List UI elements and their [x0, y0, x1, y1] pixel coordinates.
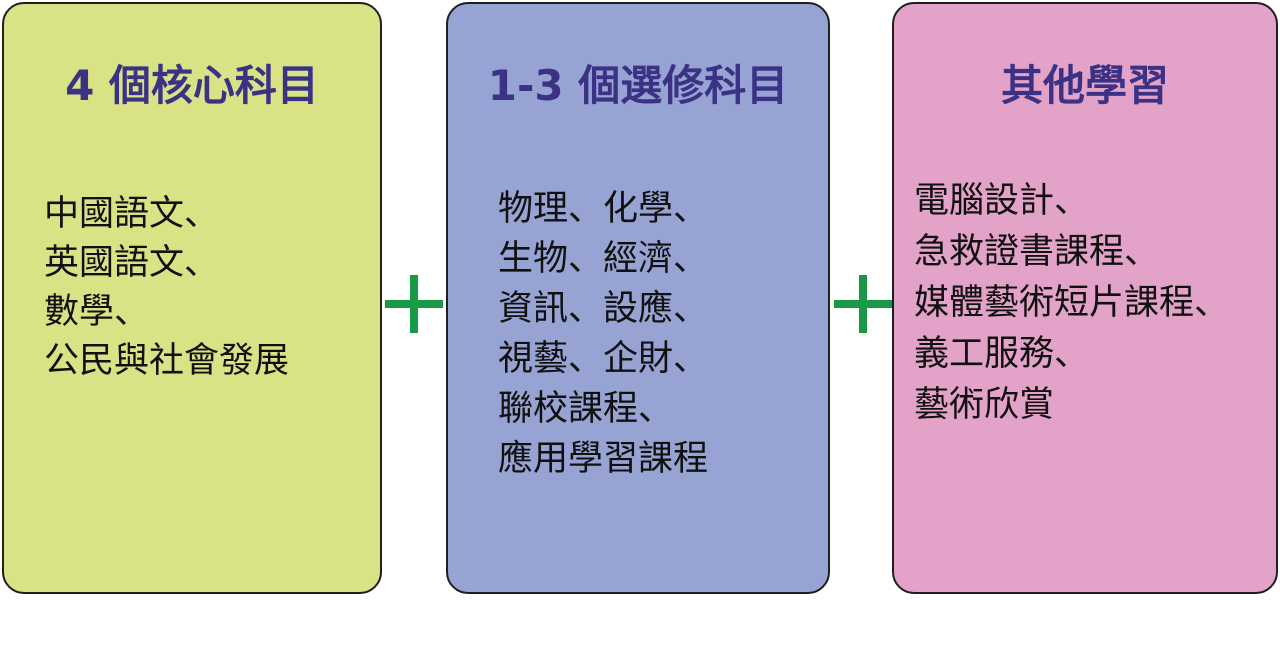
list-item: 生物、經濟、 [498, 239, 709, 279]
list-item: 媒體藝術短片課程、 [914, 283, 1230, 323]
plus-icon [385, 275, 443, 333]
list-item: 義工服務、 [914, 334, 1090, 374]
list-item: 藝術欣賞 [914, 385, 1055, 425]
plus-icon [834, 275, 892, 333]
other-learning-box: 其他學習 電腦設計、 急救證書課程、 媒體藝術短片課程、 義工服務、 藝術欣賞 [892, 2, 1278, 594]
elective-subjects-list: 物理、化學、 生物、經濟、 資訊、設應、 視藝、企財、 聯校課程、 應用學習課程 [498, 184, 708, 484]
core-subjects-box: 4 個核心科目 中國語文、 英國語文、 數學、 公民與社會發展 [2, 2, 382, 594]
list-item: 公民與社會發展 [44, 341, 290, 381]
elective-subjects-box: 1-3 個選修科目 物理、化學、 生物、經濟、 資訊、設應、 視藝、企財、 聯校… [446, 2, 830, 594]
list-item: 中國語文、 [44, 194, 220, 234]
list-item: 英國語文、 [44, 243, 220, 283]
list-item: 急救證書課程、 [914, 232, 1160, 272]
list-item: 物理、化學、 [498, 189, 709, 229]
list-item: 資訊、設應、 [498, 289, 709, 329]
core-subjects-list: 中國語文、 英國語文、 數學、 公民與社會發展 [44, 190, 289, 386]
list-item: 視藝、企財、 [498, 339, 709, 379]
list-item: 電腦設計、 [914, 181, 1090, 221]
list-item: 應用學習課程 [498, 439, 709, 479]
other-learning-title: 其他學習 [1000, 61, 1169, 110]
list-item: 聯校課程、 [498, 389, 674, 429]
other-learning-list: 電腦設計、 急救證書課程、 媒體藝術短片課程、 義工服務、 藝術欣賞 [914, 176, 1229, 431]
elective-subjects-title: 1-3 個選修科目 [487, 61, 789, 110]
list-item: 數學、 [44, 292, 150, 332]
core-subjects-title: 4 個核心科目 [65, 61, 319, 110]
